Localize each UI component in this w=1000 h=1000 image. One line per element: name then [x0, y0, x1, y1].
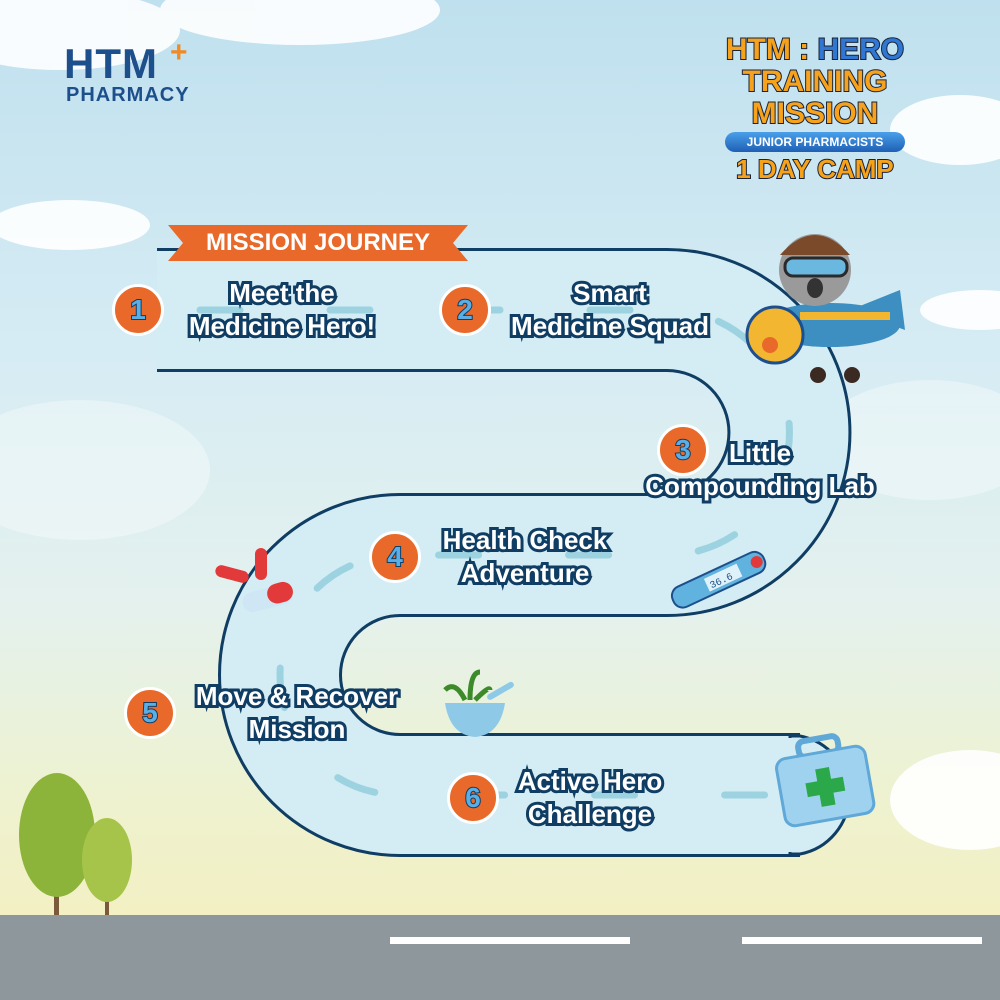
thermometer-icon: 36.6 — [670, 550, 767, 609]
koala-airplane-icon — [745, 234, 905, 383]
mission-journey-banner: MISSION JOURNEY — [168, 225, 468, 261]
step-5-badge: 5 — [124, 687, 176, 739]
step-3-line1: Little — [726, 435, 794, 471]
road-marking — [390, 937, 630, 944]
htm-logo-text: HTM — [64, 40, 158, 87]
camp-title-htm: HTM : — [725, 33, 818, 67]
step-2-badge: 2 — [439, 284, 491, 336]
step-2-line2: Medicine Squad — [508, 308, 712, 344]
step-4-line1: Health Check — [440, 522, 611, 558]
road — [0, 915, 1000, 1000]
first-aid-kit-icon — [775, 733, 876, 828]
step-5-line2: Mission — [246, 711, 349, 747]
step-1-badge: 1 — [112, 284, 164, 336]
step-2-line1: Smart — [570, 275, 650, 311]
camp-subtitle: JUNIOR PHARMACISTS — [724, 132, 906, 152]
pharmacy-logo-text: PHARMACY — [66, 84, 190, 106]
step-5-line1: Move & Recover — [193, 678, 401, 714]
step-4-line2: Adventure — [458, 555, 593, 591]
step-6-line2: Challenge — [525, 796, 655, 832]
step-4-badge: 4 — [369, 531, 421, 583]
step-3-line2: Compounding Lab — [642, 468, 878, 504]
road-marking — [742, 937, 982, 944]
camp-logo: HTM : HERO TRAINING MISSION JUNIOR PHARM… — [690, 33, 940, 185]
step-6-line1: Active Hero — [515, 763, 665, 799]
tree-icon — [19, 773, 132, 915]
step-3-badge: 3 — [657, 424, 709, 476]
pills-icon — [215, 548, 294, 613]
step-1-line2: Medicine Hero! — [186, 308, 378, 344]
plus-cross-icon: + — [170, 36, 188, 69]
step-1-line1: Meet the — [226, 275, 337, 311]
camp-title-hero: HERO — [816, 33, 905, 67]
path-fill — [157, 251, 849, 854]
camp-title-training: TRAINING MISSION — [742, 65, 889, 131]
mortar-pestle-icon — [443, 669, 514, 737]
camp-duration: 1 DAY CAMP — [735, 153, 895, 185]
step-6-badge: 6 — [447, 772, 499, 824]
